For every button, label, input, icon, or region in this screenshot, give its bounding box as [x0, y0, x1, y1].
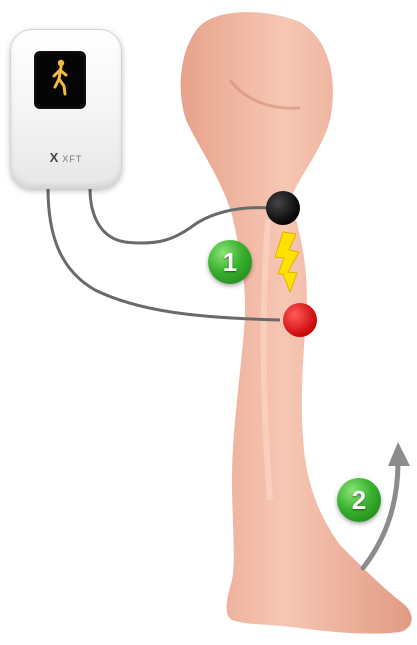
- brand-logo: X: [50, 150, 60, 165]
- black-electrode: [266, 191, 300, 225]
- walking-person-icon: [34, 51, 86, 109]
- step-badge-2: 2: [337, 478, 381, 522]
- step-badge-1: 1: [208, 240, 252, 284]
- arrow-head-icon: [388, 442, 410, 466]
- red-electrode: [283, 303, 317, 337]
- brand-text: XFT: [62, 154, 82, 164]
- device-screen: [34, 51, 86, 109]
